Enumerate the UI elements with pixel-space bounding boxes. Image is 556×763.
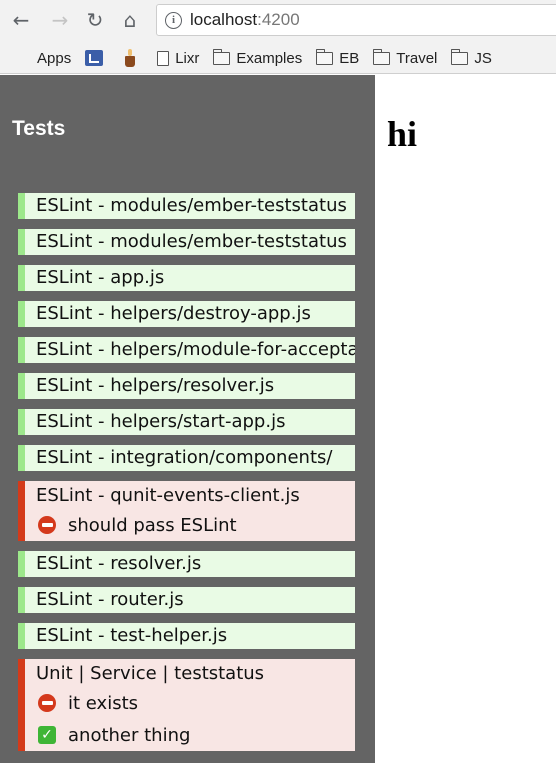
home-icon[interactable]: ⌂ bbox=[123, 8, 137, 32]
page-heading: hi bbox=[387, 114, 418, 154]
test-row-passed[interactable]: ESLint - router.js bbox=[18, 587, 355, 613]
reload-icon[interactable]: ↻ bbox=[86, 8, 104, 32]
test-row-passed[interactable]: ESLint - modules/ember-teststatus bbox=[18, 193, 355, 219]
test-name: ESLint - modules/ember-teststatus bbox=[36, 195, 347, 216]
bookmark-label: EB bbox=[339, 49, 360, 67]
test-name: ESLint - integration/components/ bbox=[36, 447, 333, 468]
test-row-failed[interactable]: Unit | Service | teststatus it exists ✓ ano… bbox=[18, 659, 355, 751]
bookmark-label: Apps bbox=[37, 49, 72, 67]
info-icon[interactable]: i bbox=[165, 11, 182, 29]
document-icon bbox=[157, 50, 170, 66]
panel-title: Tests bbox=[12, 117, 66, 140]
url-host: localhost bbox=[190, 10, 258, 29]
test-name: Unit | Service | teststatus bbox=[36, 663, 265, 684]
folder-icon bbox=[213, 48, 231, 65]
test-name: ESLint - helpers/resolver.js bbox=[36, 375, 275, 396]
calendar-icon bbox=[85, 50, 104, 66]
assertion-text: another thing bbox=[68, 724, 191, 746]
folder-icon bbox=[316, 48, 334, 65]
test-row-passed[interactable]: ESLint - resolver.js bbox=[18, 551, 355, 577]
assertion-row: ✓ another thing bbox=[36, 719, 355, 751]
no-entry-icon bbox=[38, 516, 56, 534]
bookmark-calendar[interactable] bbox=[85, 50, 109, 66]
test-row-passed[interactable]: ESLint - integration/components/ bbox=[18, 445, 355, 471]
bookmark-eb[interactable]: EB bbox=[316, 48, 360, 67]
url-port: :4200 bbox=[257, 10, 300, 29]
test-name: ESLint - test-helper.js bbox=[36, 625, 228, 646]
test-row-passed[interactable]: ESLint - modules/ember-teststatus bbox=[18, 229, 355, 255]
bookmarks-bar: Apps Lixr Examples EB Travel JS bbox=[0, 42, 556, 74]
bookmark-label: Lixr bbox=[175, 49, 200, 67]
test-name: ESLint - helpers/module-for-acceptance bbox=[36, 339, 355, 360]
test-name: ESLint - helpers/start-app.js bbox=[36, 411, 286, 432]
back-arrow-icon[interactable]: ← bbox=[12, 8, 30, 32]
test-row-passed[interactable]: ESLint - helpers/resolver.js bbox=[18, 373, 355, 399]
test-name: ESLint - resolver.js bbox=[36, 553, 202, 574]
coffee-cup-icon bbox=[123, 49, 137, 67]
bookmark-label: Travel bbox=[396, 49, 438, 67]
bookmark-js[interactable]: JS bbox=[451, 48, 492, 67]
test-row-passed[interactable]: ESLint - helpers/module-for-acceptance bbox=[18, 337, 355, 363]
test-name: ESLint - router.js bbox=[36, 589, 184, 610]
assertion-text: it exists bbox=[68, 692, 139, 714]
test-row-passed[interactable]: ESLint - helpers/start-app.js bbox=[18, 409, 355, 435]
apps-grid-icon bbox=[16, 51, 31, 66]
folder-icon bbox=[451, 48, 469, 65]
bookmark-label: JS bbox=[474, 49, 492, 67]
browser-chrome: ← → ↻ ⌂ i localhost:4200 Apps Lixr Examp… bbox=[0, 0, 556, 74]
browser-nav-row: ← → ↻ ⌂ i localhost:4200 bbox=[0, 0, 556, 42]
bookmark-examples[interactable]: Examples bbox=[213, 48, 303, 67]
test-name: ESLint - helpers/destroy-app.js bbox=[36, 303, 311, 324]
test-row-passed[interactable]: ESLint - test-helper.js bbox=[18, 623, 355, 649]
test-row-failed[interactable]: ESLint - qunit-events-client.js should pa… bbox=[18, 481, 355, 541]
address-bar[interactable]: i localhost:4200 bbox=[156, 4, 556, 36]
main-content: hi bbox=[375, 75, 556, 763]
assertion-row: it exists bbox=[36, 687, 355, 719]
bookmark-label: Examples bbox=[236, 49, 303, 67]
test-row-passed[interactable]: ESLint - app.js bbox=[18, 265, 355, 291]
check-mark-icon: ✓ bbox=[38, 726, 56, 744]
bookmark-apps[interactable]: Apps bbox=[16, 50, 71, 67]
bookmark-travel[interactable]: Travel bbox=[373, 48, 438, 67]
test-name: ESLint - modules/ember-teststatus bbox=[36, 231, 347, 252]
forward-arrow-icon[interactable]: → bbox=[51, 8, 69, 32]
bookmark-lixr[interactable]: Lixr bbox=[157, 50, 199, 67]
test-row-passed[interactable]: ESLint - helpers/destroy-app.js bbox=[18, 301, 355, 327]
bookmark-coffee[interactable] bbox=[123, 49, 143, 67]
no-entry-icon bbox=[38, 694, 56, 712]
test-name: ESLint - qunit-events-client.js bbox=[36, 485, 300, 506]
folder-icon bbox=[373, 48, 391, 65]
test-name: ESLint - app.js bbox=[36, 267, 165, 288]
assertion-text: should pass ESLint bbox=[68, 514, 237, 536]
assertion-row: should pass ESLint bbox=[36, 509, 355, 541]
